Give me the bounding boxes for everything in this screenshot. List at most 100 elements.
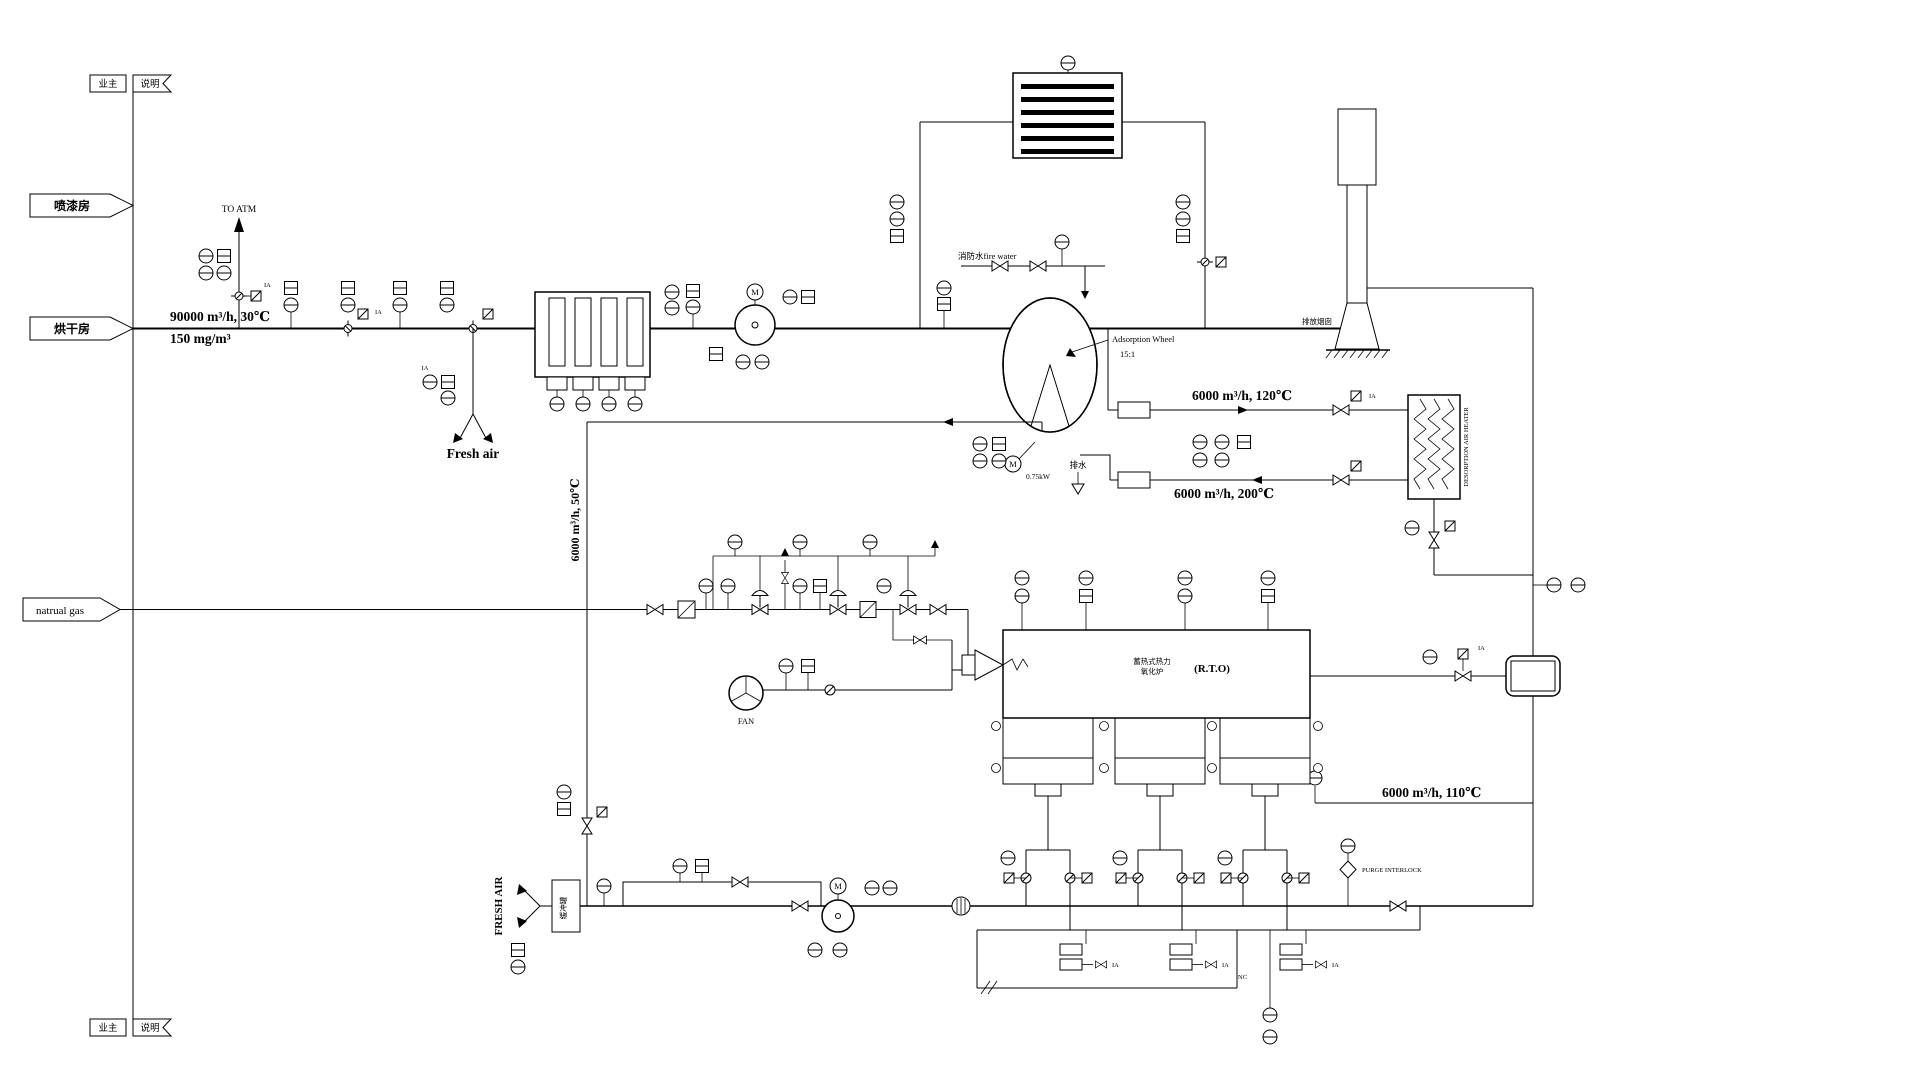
- valve-actuator: [1003, 872, 1015, 884]
- filter-drain-box: [598, 376, 620, 391]
- ground-tick: [1325, 349, 1333, 359]
- burner-cone: [974, 649, 1005, 681]
- desorption-circuit: 6000 m³/h, 120℃ IA 6000 m³/h, 200℃ 6000 …: [556, 328, 1533, 906]
- ia-label: IA: [1112, 962, 1119, 969]
- ground-tick: [1373, 349, 1381, 359]
- fan-volute: [734, 304, 776, 346]
- instrument-bubble: [1014, 588, 1030, 604]
- burner-body: [961, 654, 976, 676]
- hx-tube: [1021, 123, 1114, 128]
- down-arrow: [1081, 291, 1089, 299]
- wheel-ratio-label: 15:1: [1120, 349, 1135, 359]
- pressure-regulator: [751, 590, 769, 615]
- border-line: 业主 说明 业主 说明: [89, 74, 173, 1037]
- instrument-bubble: [510, 959, 526, 975]
- filter-drain-box: [624, 376, 646, 391]
- two-way-valve: [1095, 960, 1107, 969]
- instrument-square: [441, 375, 455, 389]
- instrument-bubble: [778, 658, 794, 674]
- instrument-bubble: [889, 194, 905, 210]
- instrument-square: [1261, 589, 1275, 603]
- instrument-bubble: [782, 289, 798, 305]
- pilot-valve: [913, 635, 927, 645]
- blower-hub: [835, 913, 841, 919]
- line-break: [987, 980, 998, 995]
- paint-booth-label: 喷漆房: [54, 198, 90, 213]
- valve-actuator: [1193, 872, 1205, 884]
- instrument-bubble: [422, 374, 438, 390]
- instrument-square: [801, 290, 815, 304]
- valve-actuator: [1115, 872, 1127, 884]
- motor-shaft: [1018, 441, 1036, 460]
- intake-arrow: [517, 884, 527, 895]
- filter-drain-box: [572, 376, 594, 391]
- instrument-bubble: [972, 453, 988, 469]
- valve-actuator: [596, 806, 608, 818]
- label-leader: [1071, 339, 1109, 353]
- instrument-bubble: [440, 390, 456, 406]
- instrument-square: [1237, 435, 1251, 449]
- motor-label: M: [751, 287, 759, 297]
- fresh-air-label: Fresh air: [447, 446, 500, 461]
- solenoid-diag: [859, 601, 877, 618]
- hx-tube: [1021, 136, 1114, 141]
- instrument-bubble: [720, 578, 736, 594]
- control-valve-regulator: [899, 590, 917, 615]
- wheel-label: Adsorption Wheel: [1112, 334, 1175, 344]
- instrument-bubble: [1078, 570, 1094, 586]
- sources: 喷漆房 烘干房 natrual gas: [22, 193, 135, 622]
- header-valve: [1389, 900, 1407, 912]
- owner-label: 业主: [98, 78, 117, 90]
- rto-unit: 蓄热式热力 氧化炉 (R.T.O): [991, 570, 1323, 797]
- instrument-square: [686, 284, 700, 298]
- control-valve: [1454, 670, 1472, 682]
- instrument-bubble: [698, 578, 714, 594]
- rto-bed: [1219, 717, 1311, 759]
- filter-drain-box: [546, 376, 568, 391]
- instrument-bubble: [1060, 55, 1076, 71]
- instrument-square: [890, 229, 904, 243]
- instrument-bubble: [1177, 570, 1193, 586]
- instrument-square: [557, 802, 571, 816]
- rto-bed-base: [1002, 757, 1094, 785]
- instrument-bubble: [735, 354, 751, 370]
- instrument-bubble: [1054, 234, 1070, 250]
- instrument-bubble: [672, 858, 688, 874]
- valve-actuator: [1457, 648, 1469, 660]
- instrument-bubble: [727, 534, 743, 550]
- fan-hub: [751, 321, 759, 329]
- natural-gas-flag: [22, 597, 122, 622]
- control-valve: [1332, 404, 1350, 416]
- instrument-square: [511, 943, 525, 957]
- instrument-bubble: [972, 436, 988, 452]
- instrument-bubble: [1192, 452, 1208, 468]
- ia-label: IA: [264, 282, 271, 289]
- note-label: 说明: [140, 1022, 159, 1034]
- ia-label: IA: [375, 309, 382, 316]
- analyzer-box: [1279, 943, 1303, 956]
- flow-arrow: [1238, 406, 1248, 414]
- fresh-air-caps-label: FRESH AIR: [493, 875, 505, 935]
- instrument-bubble: [575, 396, 591, 412]
- instrument-bubble: [991, 453, 1007, 469]
- nc-label: NC: [1238, 974, 1247, 981]
- relief-valve: [781, 572, 789, 584]
- heater-coil: [1441, 398, 1455, 490]
- ground-tick: [1341, 349, 1349, 359]
- combustion-fan-burner: FAN: [728, 640, 1005, 726]
- instrument-bubble: [198, 248, 214, 264]
- control-valve: [1332, 474, 1350, 486]
- burner-flame: [1002, 658, 1029, 671]
- filter-element: [548, 297, 566, 367]
- hx-tube: [1021, 149, 1114, 154]
- bypass-loop: [622, 881, 822, 906]
- ia-label: IA: [1222, 962, 1229, 969]
- instrument-bubble: [198, 265, 214, 281]
- filter-housing: [534, 291, 651, 378]
- note-flag: [132, 1018, 173, 1037]
- fan-blade: [731, 692, 747, 702]
- gate-valve: [991, 260, 1009, 272]
- flow-arrow: [943, 418, 953, 426]
- flow-200-label: 6000 m³/h, 200℃: [1174, 486, 1274, 501]
